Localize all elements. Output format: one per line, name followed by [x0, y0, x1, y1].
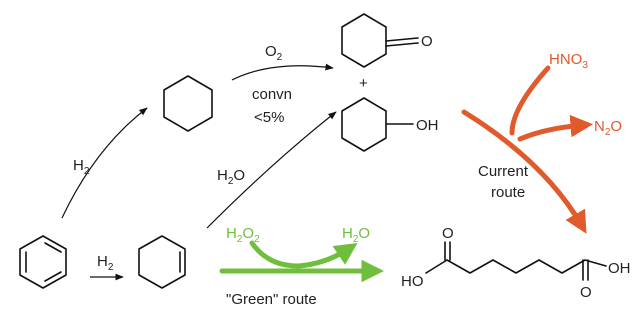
adipic-acid-molecule — [425, 241, 607, 281]
current-route-label-2: route — [491, 184, 525, 201]
h2o2-label: H2O2 — [226, 225, 260, 245]
hno3-feed-arrow — [509, 65, 551, 136]
h2o2-feed-arrow — [249, 240, 301, 269]
cyclohexane-molecule — [163, 75, 213, 132]
hno3-label: HNO3 — [549, 51, 588, 71]
convn-label: convn — [252, 86, 292, 103]
arrow-benzene-to-cyclohexane — [61, 107, 148, 219]
o2-label: O2 — [265, 43, 283, 63]
adipic-oh-label: OH — [608, 260, 631, 277]
green-water-label: H2O — [342, 225, 370, 245]
arrow-cyclohexane-oxidation — [231, 63, 334, 81]
water-release-arrow — [295, 243, 358, 269]
benzene-molecule — [19, 235, 67, 289]
alcohol-oh-label: OH — [416, 117, 439, 134]
adipic-ho-label: HO — [401, 273, 424, 290]
h2-label-upper: H2 — [73, 157, 90, 177]
n2o-label: N2O — [594, 118, 622, 138]
plus-sign: + — [359, 75, 368, 92]
h2o-label: H2O — [217, 167, 245, 187]
conversion-value-label: <5% — [254, 109, 284, 126]
current-route-arrow — [461, 109, 587, 234]
green-route-label: "Green" route — [226, 291, 317, 308]
cyclohexanone-molecule — [341, 13, 419, 68]
h2-label-lower: H2 — [97, 253, 114, 273]
current-route-label: Current — [478, 163, 529, 180]
arrow-cyclohexene-hydration — [206, 111, 337, 229]
n2o-release-arrow — [517, 114, 593, 142]
cyclohexene-molecule — [138, 235, 186, 289]
adipic-carbonyl-oxygen-bottom: O — [580, 284, 592, 301]
cyclohexanol-molecule — [341, 97, 414, 152]
adipic-carbonyl-oxygen-top: O — [442, 225, 454, 242]
ketone-oxygen-label: O — [421, 33, 433, 50]
